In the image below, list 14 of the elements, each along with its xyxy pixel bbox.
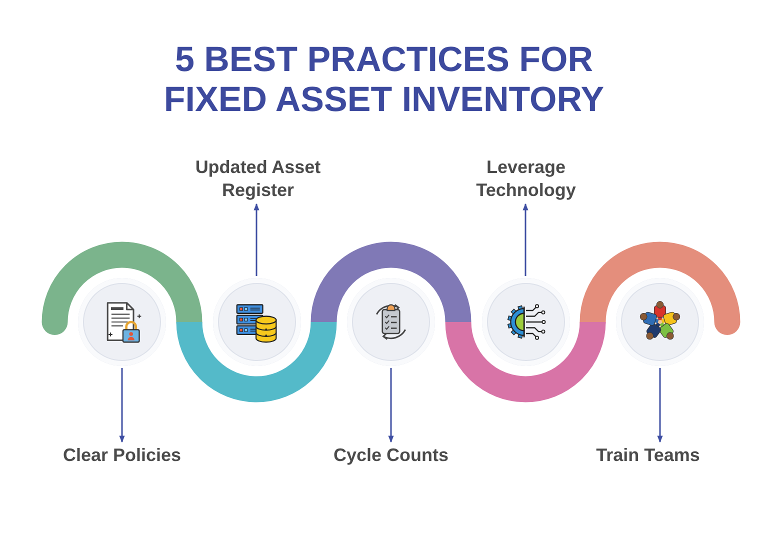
- step-label: Clear Policies: [62, 444, 182, 467]
- step-label: Updated Asset Register: [192, 156, 324, 202]
- step-label: Train Teams: [596, 444, 700, 467]
- arrow: [254, 203, 260, 276]
- step-circle: [616, 278, 704, 366]
- step-circle: [78, 278, 166, 366]
- arrow: [388, 368, 394, 443]
- step-label: Cycle Counts: [333, 444, 449, 467]
- arrow: [119, 368, 125, 443]
- step-circle: [347, 278, 435, 366]
- step-label: Leverage Technology: [471, 156, 581, 202]
- arrow: [657, 368, 663, 443]
- arrow: [522, 203, 528, 276]
- title: 5 BEST PRACTICES FOR FIXED ASSET INVENTORY: [162, 40, 606, 120]
